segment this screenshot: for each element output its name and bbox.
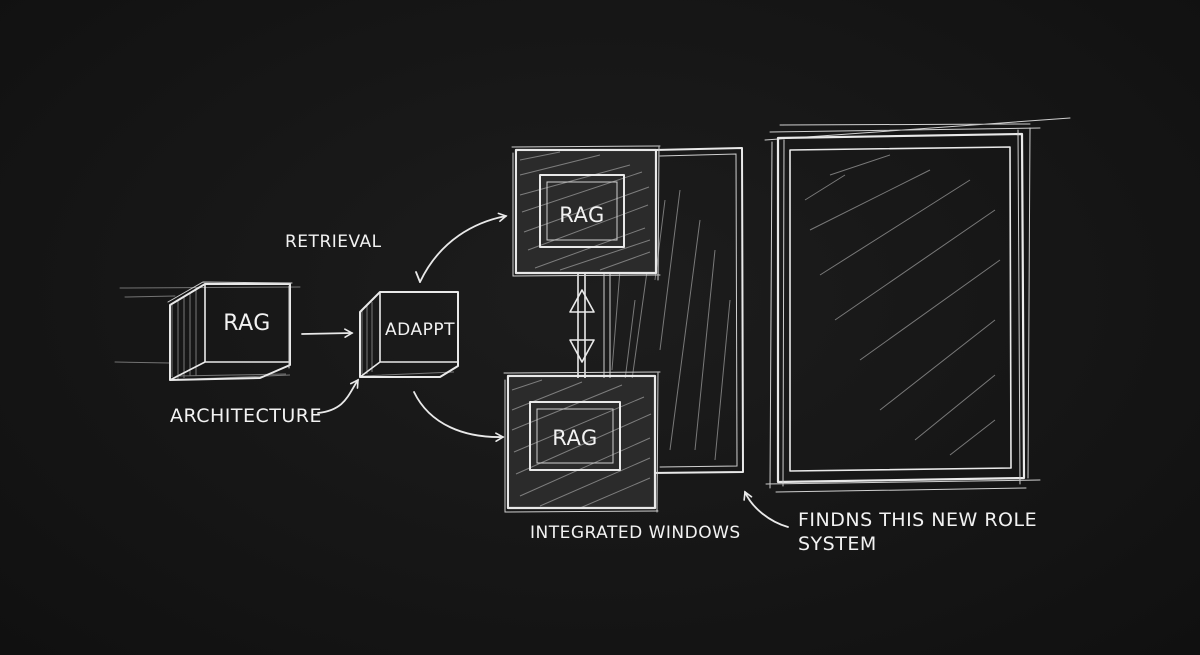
speed-lines: [114, 286, 301, 364]
rag-window-top: RAG: [511, 145, 661, 281]
note-line-2: SYSTEM: [798, 533, 877, 555]
retrieval-label: RETRIEVAL: [285, 232, 382, 252]
arrow-adappt-to-rag-top: [419, 212, 508, 283]
adappt-label: ADAPPT: [385, 320, 455, 340]
arrow-adappt-top-tail: [415, 271, 421, 283]
rag-cube-left: RAG: [167, 281, 293, 381]
large-window-frame: [764, 117, 1071, 493]
architecture-label: ARCHITECTURE: [170, 405, 322, 427]
rag-left-label: RAG: [223, 311, 271, 336]
rag-bottom-label: RAG: [552, 426, 598, 450]
rag-window-bottom: RAG: [503, 371, 661, 513]
adappt-cube: ADAPPT: [359, 291, 459, 378]
arrow-adappt-to-rag-bottom: [413, 391, 505, 442]
arrow-architecture-to-adappt: [317, 378, 359, 414]
rag-top-label: RAG: [559, 203, 605, 227]
arrow-note-to-panel: [743, 490, 789, 528]
connector-triangles: [569, 269, 595, 379]
arrow-rag-to-adappt: [301, 328, 354, 338]
note-line-1: FINDNS THIS NEW ROLE: [798, 509, 1037, 531]
integrated-windows-label: INTEGRATED WINDOWS: [530, 523, 741, 543]
